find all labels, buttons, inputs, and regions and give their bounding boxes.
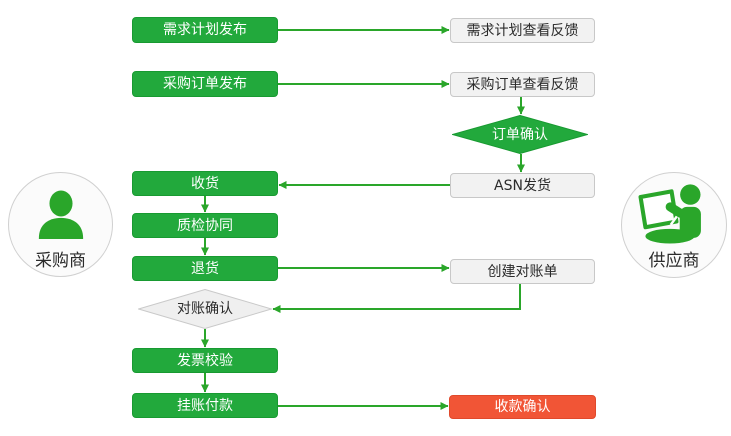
node-reconciliation-confirm: 对账确认 <box>138 289 272 329</box>
actor-buyer: 采购商 <box>8 172 113 277</box>
actor-buyer-label: 采购商 <box>35 251 86 271</box>
node-receipt-confirm: 收款确认 <box>449 395 596 419</box>
node-quality-inspection-collab: 质检协同 <box>132 213 278 238</box>
node-reconciliation-confirm-label: 对账确认 <box>177 301 233 317</box>
node-receive-goods: 收货 <box>132 171 278 196</box>
edge-create-statement-to-reconciliation-confirm <box>272 284 521 313</box>
person-laptop-icon <box>635 184 713 244</box>
actor-supplier: 供应商 <box>621 172 727 278</box>
node-demand-plan-publish: 需求计划发布 <box>132 17 278 43</box>
diamond-shape <box>138 289 272 329</box>
node-demand-plan-feedback: 需求计划查看反馈 <box>450 18 595 43</box>
node-purchase-order-publish: 采购订单发布 <box>132 71 278 97</box>
node-invoice-verification: 发票校验 <box>132 348 278 373</box>
node-create-statement: 创建对账单 <box>450 259 595 284</box>
node-asn-shipment: ASN发货 <box>450 173 595 198</box>
node-order-confirm-label: 订单确认 <box>492 126 548 143</box>
node-return-goods: 退货 <box>132 256 278 281</box>
diamond-shape <box>452 115 588 154</box>
node-order-confirm: 订单确认 <box>452 115 588 154</box>
actor-supplier-label: 供应商 <box>648 251 700 271</box>
node-book-payment: 挂账付款 <box>132 393 278 418</box>
node-purchase-order-feedback: 采购订单查看反馈 <box>450 72 595 97</box>
person-icon <box>32 186 90 244</box>
